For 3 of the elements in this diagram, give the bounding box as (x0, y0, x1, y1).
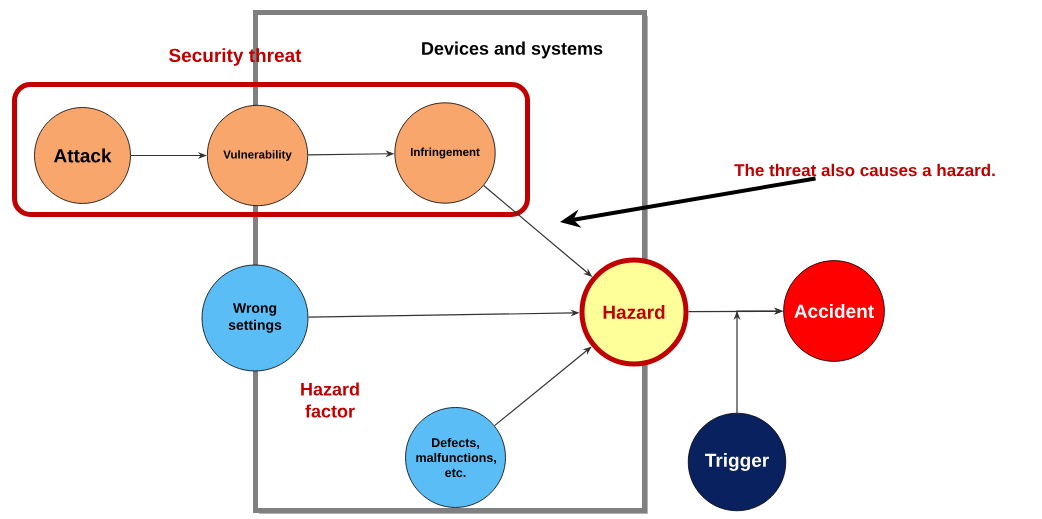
arrow (493, 346, 592, 427)
label-text: Hazard factor (301, 382, 359, 418)
callout-text: The threat also causes a hazard. (734, 163, 995, 177)
